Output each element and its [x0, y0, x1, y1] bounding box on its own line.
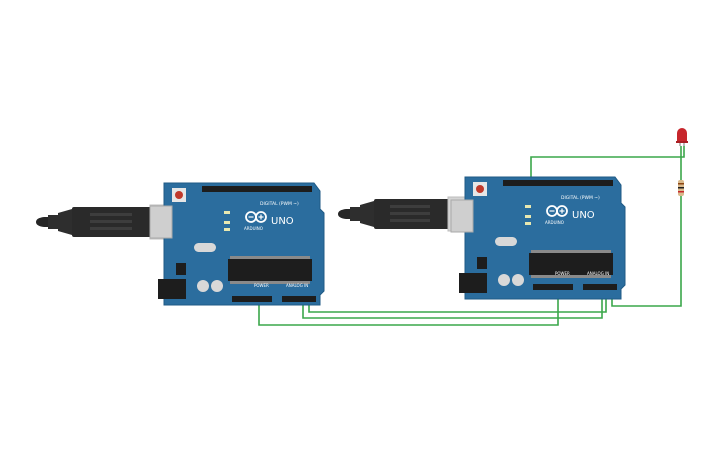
arduino-infinity-icon: [245, 211, 267, 223]
digital-header: [503, 180, 613, 186]
arduino-infinity-icon: [546, 205, 568, 217]
led-icon[interactable]: [676, 128, 688, 146]
wire-a5-link[interactable]: [308, 290, 607, 313]
power-label: POWER: [555, 271, 570, 276]
model-label: UNO: [572, 210, 595, 221]
brand-label: ARDUINO: [244, 226, 263, 231]
brand-label: ARDUINO: [545, 220, 564, 225]
power-label: POWER: [254, 283, 269, 288]
capacitor: [498, 274, 510, 286]
analog-header: [583, 284, 617, 290]
status-led-icon: [525, 215, 531, 218]
usb-jack: [450, 199, 474, 233]
arduino-board-2[interactable]: DIGITAL (PWM ~) ARDUINO UNO POWER ANALOG…: [450, 176, 626, 300]
power-jack: [158, 279, 186, 299]
wire-a4-link[interactable]: [302, 290, 603, 319]
model-label: UNO: [271, 216, 294, 227]
status-led-icon: [525, 222, 531, 225]
microcontroller-chip: [529, 253, 613, 275]
arduino-board-1[interactable]: DIGITAL (PWM ~) ARDUINO UNO POWER: [149, 182, 325, 306]
power-header: [533, 284, 573, 290]
digital-header: [202, 186, 312, 192]
status-led-icon: [525, 205, 531, 208]
analog-label: ANALOG IN: [286, 283, 308, 288]
wires: [258, 146, 685, 326]
status-led-icon: [224, 211, 230, 214]
voltage-regulator: [477, 257, 487, 269]
capacitor: [211, 280, 223, 292]
usb-jack: [149, 205, 173, 239]
reset-button-cap[interactable]: [175, 191, 183, 199]
digital-label: DIGITAL (PWM ~): [561, 195, 600, 201]
power-header: [232, 296, 272, 302]
crystal-oscillator: [495, 237, 517, 246]
analog-header: [282, 296, 316, 302]
status-led-icon: [224, 228, 230, 231]
analog-label: ANALOG IN: [587, 271, 609, 276]
status-led-icon: [224, 221, 230, 224]
digital-label: DIGITAL (PWM ~): [260, 201, 299, 207]
power-jack: [459, 273, 487, 293]
wire-gnd-link[interactable]: [258, 296, 559, 326]
crystal-oscillator: [194, 243, 216, 252]
capacitor: [512, 274, 524, 286]
wire-pin13-led[interactable]: [530, 146, 685, 180]
resistor-icon[interactable]: [678, 180, 684, 196]
voltage-regulator: [176, 263, 186, 275]
reset-button-cap[interactable]: [476, 185, 484, 193]
capacitor: [197, 280, 209, 292]
microcontroller-chip: [228, 259, 312, 281]
